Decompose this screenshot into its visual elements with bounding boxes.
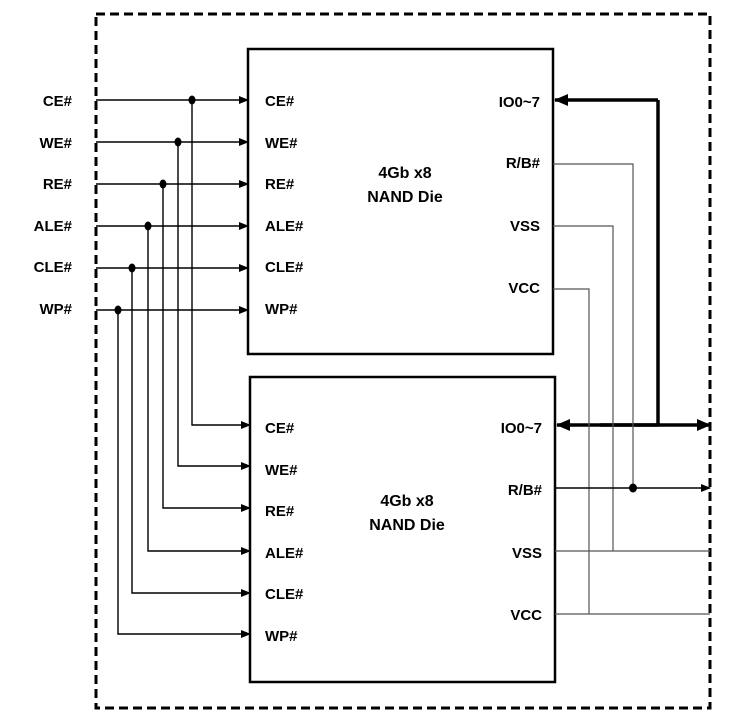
top-pin-vss: VSS bbox=[510, 218, 540, 235]
top-pin-io: IO0~7 bbox=[499, 94, 540, 111]
top-pin-wp: WP# bbox=[265, 301, 298, 318]
package-outline bbox=[94, 12, 712, 710]
die-bottom-title-line1: 4Gb x8 bbox=[380, 493, 433, 510]
die-top-title-line1: 4Gb x8 bbox=[378, 165, 431, 182]
top-pin-ce: CE# bbox=[265, 93, 295, 110]
bottom-pin-wp: WP# bbox=[265, 628, 298, 645]
bottom-pin-cle: CLE# bbox=[265, 586, 304, 603]
top-pin-re: RE# bbox=[265, 176, 295, 193]
ext-label-ce: CE# bbox=[43, 93, 73, 110]
top-pin-we: WE# bbox=[265, 135, 298, 152]
bottom-pin-we: WE# bbox=[265, 462, 298, 479]
ext-label-re: RE# bbox=[43, 176, 73, 193]
bottom-pin-ce: CE# bbox=[265, 420, 295, 437]
die-bottom-box bbox=[248, 375, 557, 684]
die-top-box bbox=[246, 47, 555, 356]
bottom-pin-vss: VSS bbox=[512, 545, 542, 562]
top-pin-vcc: VCC bbox=[508, 280, 540, 297]
die-top-title-line2: NAND Die bbox=[367, 189, 443, 206]
io-bus bbox=[554, 94, 711, 431]
ext-label-ale: ALE# bbox=[34, 218, 73, 235]
top-pin-rb: R/B# bbox=[506, 155, 541, 172]
bottom-pin-io: IO0~7 bbox=[501, 420, 542, 437]
ext-label-we: WE# bbox=[39, 135, 72, 152]
ext-label-wp: WP# bbox=[39, 301, 72, 318]
bottom-pin-ale: ALE# bbox=[265, 545, 304, 562]
top-pin-ale: ALE# bbox=[265, 218, 304, 235]
ext-label-cle: CLE# bbox=[34, 259, 73, 276]
control-signal-wiring bbox=[96, 96, 251, 638]
junction-dots-left bbox=[114, 95, 196, 315]
power-and-status-wiring bbox=[553, 163, 710, 615]
bottom-pin-rb: R/B# bbox=[508, 482, 543, 499]
top-pin-cle: CLE# bbox=[265, 259, 304, 276]
bottom-pin-vcc: VCC bbox=[510, 607, 542, 624]
die-bottom-title-line2: NAND Die bbox=[369, 517, 445, 534]
rb-junction-dot bbox=[629, 483, 637, 493]
bottom-pin-re: RE# bbox=[265, 503, 295, 520]
